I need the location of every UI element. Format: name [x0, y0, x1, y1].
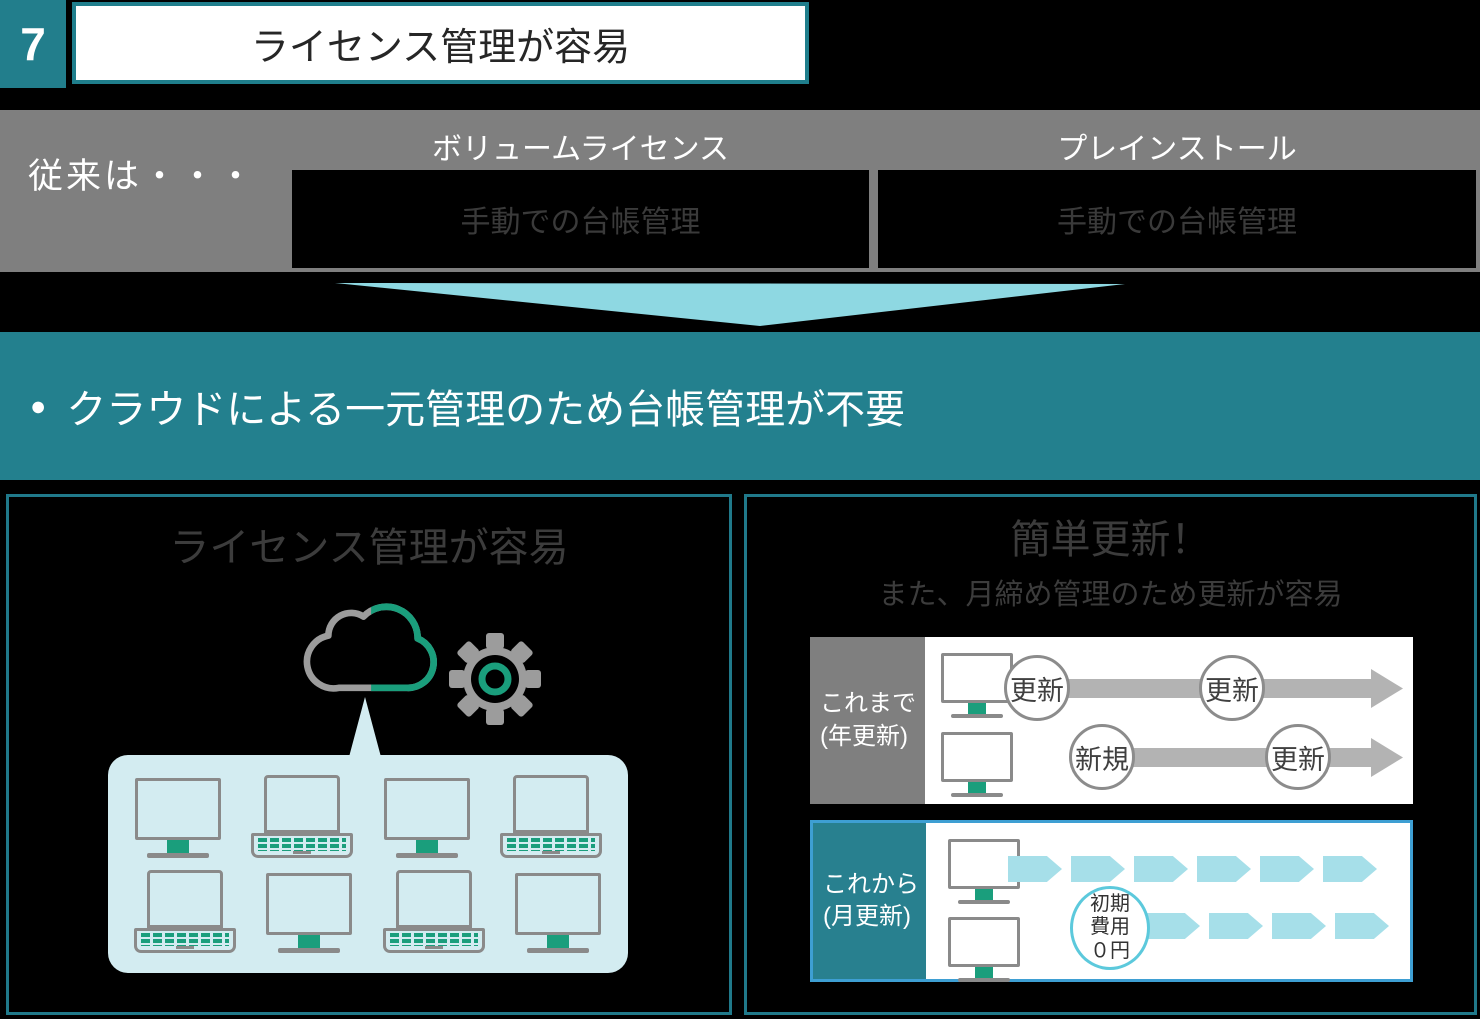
- right-panel-subtitle: また、月締め管理のため更新が容易: [878, 579, 1343, 611]
- zero-cost-line2: 費用: [1090, 916, 1130, 939]
- before-label: これまで (年更新): [810, 637, 925, 804]
- monitor-icon: [514, 873, 602, 953]
- chevron-arrow-icon: [1272, 913, 1326, 939]
- laptop-icon: [499, 775, 602, 858]
- month-chevron-row: [1008, 856, 1377, 882]
- right-panel: 簡単更新！ また、月締め管理のため更新が容易 これまで (年更新) 更新 更新 …: [744, 494, 1477, 1015]
- laptop-icon: [134, 870, 236, 953]
- chevron-arrow-icon: [1335, 913, 1389, 939]
- device-row: [134, 870, 602, 953]
- summary-banner: ● クラウドによる一元管理のため台帳管理が不要: [0, 332, 1480, 480]
- chevron-arrow-icon: [1209, 913, 1263, 939]
- gear-icon: [449, 633, 541, 725]
- monitor-icon: [933, 732, 1021, 797]
- after-content: 初期 費用 ０円: [926, 823, 1410, 982]
- before-content: 更新 更新 新規 更新: [925, 637, 1413, 804]
- chevron-arrow-icon: [1134, 856, 1188, 882]
- laptop-icon: [382, 870, 485, 953]
- laptop-icon: [251, 775, 354, 858]
- cloud-icon: [303, 603, 437, 692]
- device-row: [134, 775, 602, 858]
- monitor-icon: [134, 778, 222, 858]
- after-label-line2: (月更新): [823, 903, 911, 930]
- new-badge: 新規: [1069, 724, 1135, 790]
- legacy-body-preinstall: 手動での台帳管理: [878, 170, 1476, 268]
- right-panel-title: 簡単更新！: [1010, 518, 1211, 562]
- update-badge: 更新: [1199, 655, 1265, 721]
- legacy-body-volume-license: 手動での台帳管理: [292, 170, 869, 268]
- column-header-volume-license: ボリュームライセンス: [432, 133, 729, 166]
- after-label-line1: これから: [823, 870, 919, 898]
- chevron-arrow-icon: [1008, 856, 1062, 882]
- before-label-line2: (年更新): [820, 722, 908, 750]
- column-header-preinstall: プレインストール: [1057, 133, 1297, 166]
- month-chevron-row: [1146, 913, 1389, 939]
- monitor-icon: [265, 873, 353, 953]
- zero-cost-badge: 初期 費用 ０円: [1070, 886, 1150, 970]
- chevron-arrow-icon: [1260, 856, 1314, 882]
- chevron-arrow-icon: [1146, 913, 1200, 939]
- after-label: これから (月更新): [813, 823, 926, 979]
- after-box: これから (月更新): [810, 820, 1413, 982]
- left-panel: ライセンス管理が容易: [6, 494, 732, 1015]
- page-title: ライセンス管理が容易: [250, 26, 631, 69]
- left-panel-title: ライセンス管理が容易: [169, 526, 569, 570]
- zero-cost-line3: ０円: [1090, 939, 1130, 962]
- callout-pointer: [349, 697, 381, 757]
- zero-cost-line1: 初期: [1090, 893, 1130, 916]
- legacy-body-text: 手動での台帳管理: [1057, 206, 1297, 239]
- monitor-icon: [940, 917, 1028, 982]
- down-arrow-icon: [335, 283, 1125, 326]
- legacy-label: 従来は・・・: [28, 157, 257, 196]
- update-badge: 更新: [1265, 724, 1331, 790]
- device-box: [108, 755, 628, 973]
- chevron-arrow-icon: [1323, 856, 1377, 882]
- legacy-body-text: 手動での台帳管理: [460, 206, 701, 239]
- monitor-icon: [383, 778, 471, 858]
- bullet-icon: ●: [30, 390, 47, 421]
- chevron-arrow-icon: [1197, 856, 1251, 882]
- legacy-band: 従来は・・・ ボリュームライセンス プレインストール 手動での台帳管理 手動での…: [0, 110, 1480, 272]
- before-label-line1: これまで: [820, 690, 916, 718]
- slide-number: 7: [0, 0, 66, 88]
- banner-text: クラウドによる一元管理のため台帳管理が不要: [66, 388, 906, 432]
- update-badge: 更新: [1004, 655, 1070, 721]
- page-title-box: ライセンス管理が容易: [72, 2, 809, 84]
- before-box: これまで (年更新) 更新 更新 新規 更新: [810, 637, 1413, 804]
- chevron-arrow-icon: [1071, 856, 1125, 882]
